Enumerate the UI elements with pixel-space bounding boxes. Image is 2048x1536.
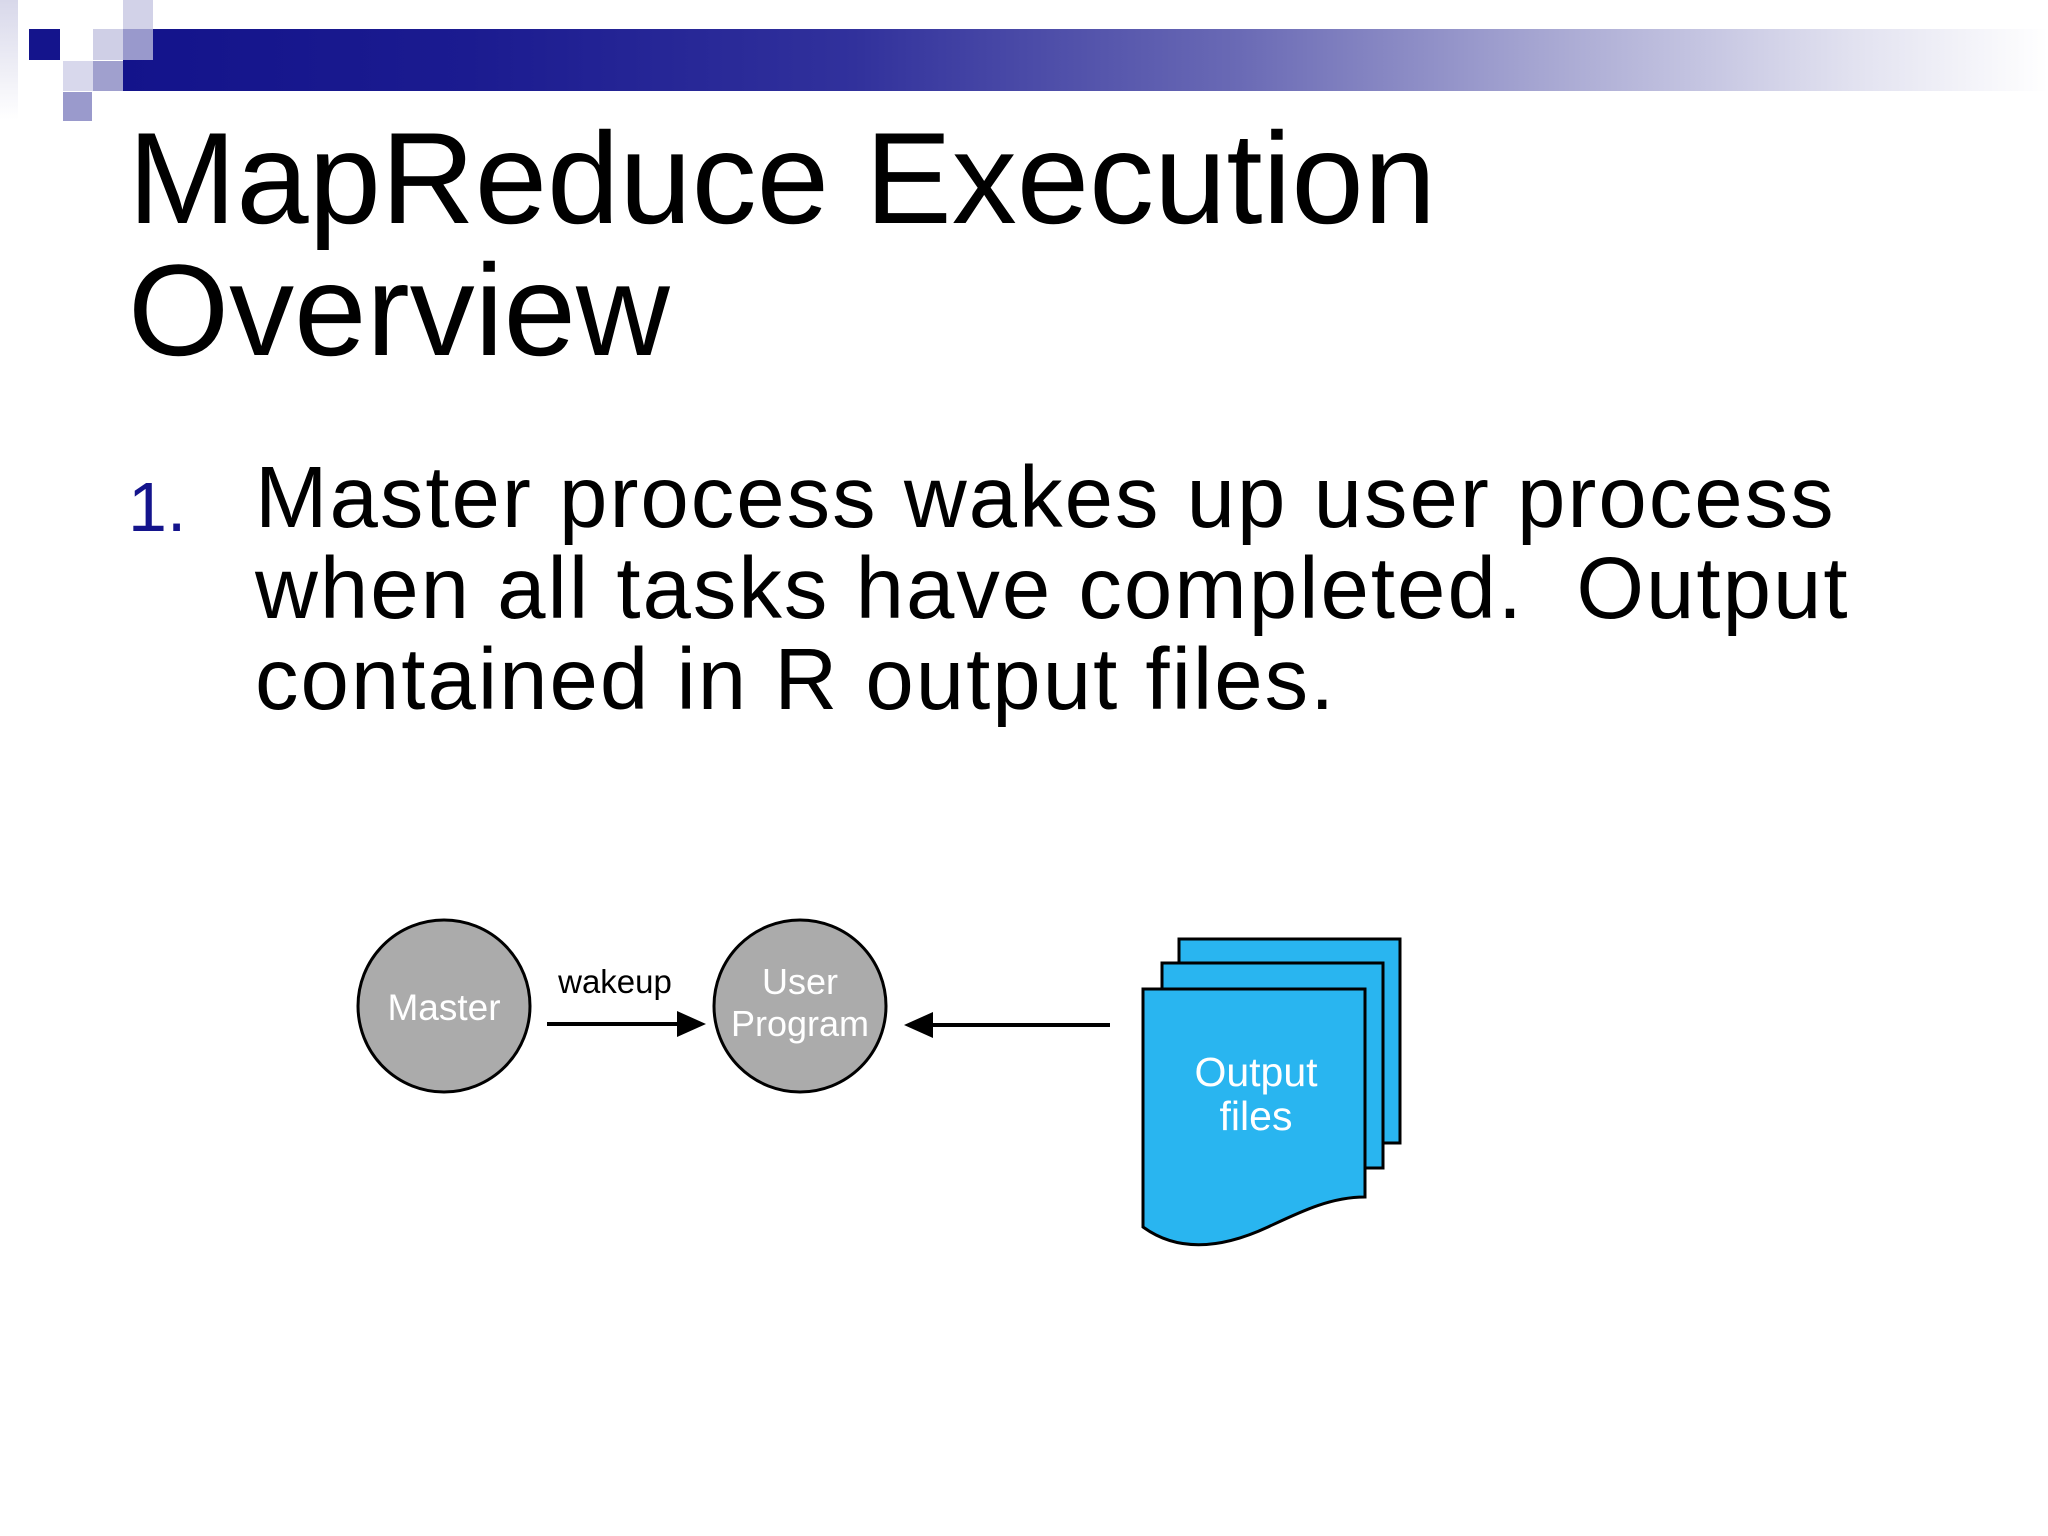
corner-left-strip: [0, 0, 18, 120]
master-node-label: Master: [387, 987, 500, 1028]
user-program-label-line1: User: [762, 961, 838, 1002]
corner-square: [123, 0, 153, 29]
files-to-user-arrow: [904, 1012, 1110, 1038]
master-node: Master: [356, 918, 532, 1094]
slide-title: MapReduce Execution Overview: [128, 105, 1436, 383]
wakeup-arrow-label: wakeup: [557, 963, 672, 1000]
corner-square: [63, 61, 93, 91]
bullet-number: 1.: [128, 468, 187, 546]
corner-square: [93, 61, 123, 91]
header-gradient-bar: [123, 29, 2048, 91]
user-program-node: User Program: [712, 918, 888, 1094]
corner-square: [63, 92, 92, 121]
output-files-stack: Output files: [1141, 937, 1402, 1247]
output-files-label-line2: files: [1220, 1093, 1293, 1139]
bullet-text: Master process wakes up user process whe…: [255, 449, 1876, 728]
corner-square: [123, 29, 153, 60]
corner-square: [93, 29, 123, 60]
output-file-front: [1141, 987, 1367, 1247]
user-program-label-line2: Program: [731, 1003, 869, 1044]
output-files-label-line1: Output: [1194, 1049, 1318, 1095]
corner-square: [29, 29, 60, 60]
wakeup-arrow: [547, 1011, 706, 1037]
